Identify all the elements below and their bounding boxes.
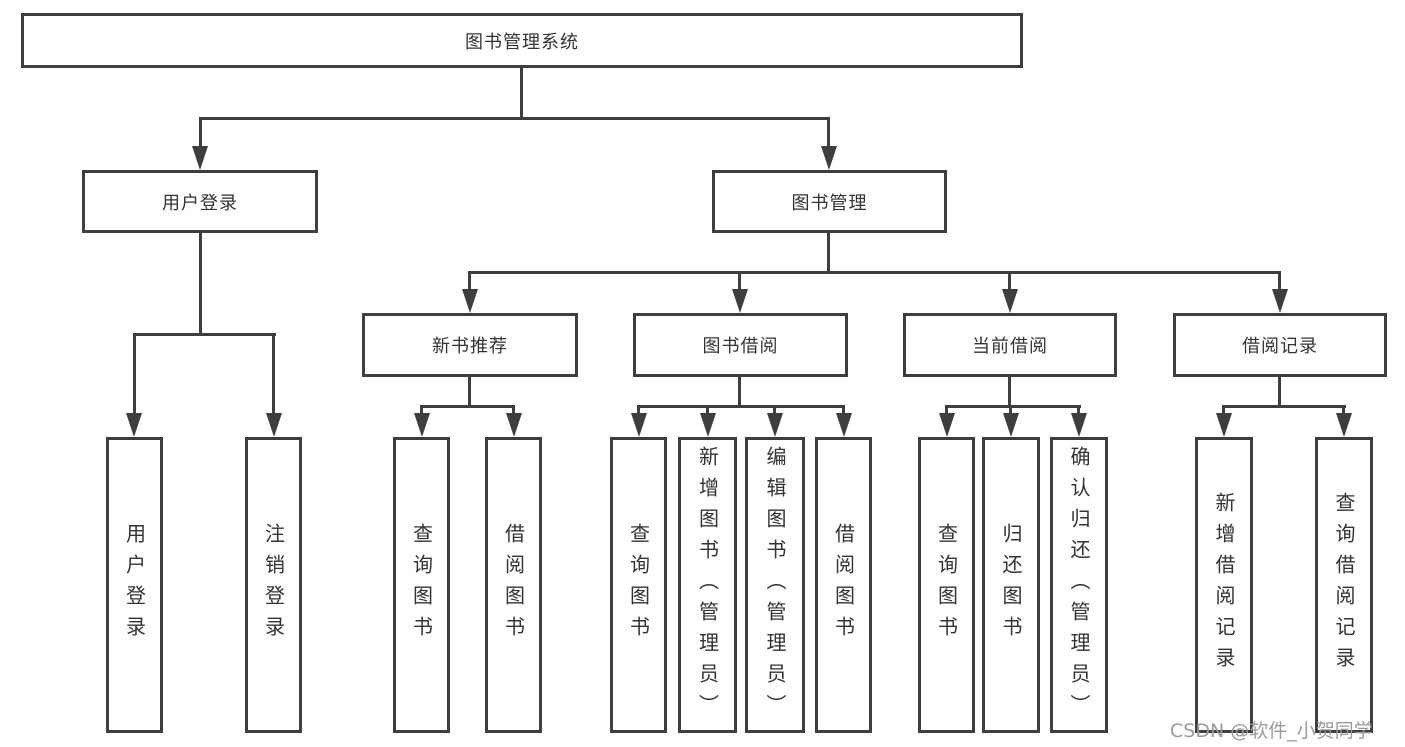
- leaf-current-confirm-return-admin: 确认归还（管理员）: [1050, 437, 1108, 733]
- arrow-down-icon: [939, 413, 955, 437]
- node-book-management: 图书管理: [712, 170, 947, 233]
- edge-line: [1222, 405, 1225, 415]
- edge-line: [945, 405, 948, 415]
- leaf-newbook-borrow-books: 借阅图书: [485, 437, 542, 733]
- leaf-records-query-record: 查询借阅记录: [1315, 437, 1373, 733]
- leaf-label: 注销登录: [261, 523, 286, 647]
- arrow-down-icon: [1003, 413, 1019, 437]
- leaf-label: 借阅图书: [831, 523, 856, 647]
- edge-line: [1008, 377, 1011, 408]
- leaf-borrow-add-books-admin: 新增图书（管理员）: [678, 437, 737, 733]
- leaf-label: 借阅图书: [501, 523, 526, 647]
- arrow-down-icon: [1002, 289, 1018, 313]
- edge-line: [272, 333, 275, 415]
- arrow-down-icon: [700, 413, 716, 437]
- leaf-label: 用户登录: [122, 523, 147, 647]
- arrow-down-icon: [1216, 413, 1232, 437]
- leaf-label: 查询图书: [934, 523, 959, 647]
- node-root: 图书管理系统: [21, 13, 1023, 68]
- edge-line: [1278, 377, 1281, 408]
- edge-line: [1009, 405, 1012, 415]
- leaf-label: 确认归还（管理员）: [1067, 445, 1091, 725]
- edge-line: [199, 117, 202, 150]
- edge-line: [827, 232, 830, 274]
- leaf-label: 新增图书（管理员）: [695, 445, 720, 725]
- leaf-label: 编辑图书（管理员）: [763, 445, 787, 725]
- leaf-user-login: 用户登录: [106, 437, 163, 733]
- csdn-watermark: CSDN @软件_小贺同学: [1170, 720, 1373, 742]
- edge-line: [199, 117, 830, 120]
- edge-line: [773, 405, 776, 415]
- node-borrow-records: 借阅记录: [1173, 313, 1387, 377]
- edge-line: [512, 405, 515, 415]
- edge-line: [133, 333, 136, 415]
- edge-line: [468, 271, 1281, 274]
- edge-line: [1077, 405, 1080, 415]
- leaf-current-query-books: 查询图书: [918, 437, 975, 733]
- arrow-down-icon: [1071, 413, 1087, 437]
- edge-line: [637, 405, 845, 408]
- arrow-down-icon: [192, 146, 208, 170]
- arrow-down-icon: [767, 413, 783, 437]
- leaf-label: 新增借阅记录: [1212, 492, 1236, 678]
- edge-line: [468, 271, 471, 291]
- leaf-borrow-borrow-books: 借阅图书: [815, 437, 872, 733]
- edge-line: [520, 68, 523, 120]
- arrow-down-icon: [821, 146, 837, 170]
- arrow-down-icon: [732, 289, 748, 313]
- edge-line: [738, 271, 741, 291]
- leaf-borrow-edit-books-admin: 编辑图书（管理员）: [745, 437, 805, 733]
- edge-line: [420, 405, 423, 415]
- edge-line: [945, 405, 1081, 408]
- node-new-book-recommend: 新书推荐: [362, 313, 578, 377]
- leaf-label: 查询图书: [409, 523, 434, 647]
- edge-line: [1278, 271, 1281, 291]
- leaf-label: 查询借阅记录: [1332, 492, 1356, 678]
- leaf-borrow-query-books: 查询图书: [610, 437, 667, 733]
- edge-line: [1222, 405, 1346, 408]
- edge-line: [1342, 405, 1345, 415]
- arrow-down-icon: [1336, 413, 1352, 437]
- arrow-down-icon: [836, 413, 852, 437]
- arrow-down-icon: [414, 413, 430, 437]
- edge-line: [468, 377, 471, 408]
- arrow-down-icon: [126, 413, 142, 437]
- arrow-down-icon: [631, 413, 647, 437]
- arrow-down-icon: [462, 289, 478, 313]
- leaf-current-return-books: 归还图书: [982, 437, 1040, 733]
- arrow-down-icon: [266, 413, 282, 437]
- leaf-label: 归还图书: [999, 523, 1023, 647]
- node-book-borrow: 图书借阅: [633, 313, 848, 377]
- arrow-down-icon: [506, 413, 522, 437]
- edge-line: [420, 405, 515, 408]
- leaf-logout: 注销登录: [245, 437, 302, 733]
- edge-line: [706, 405, 709, 415]
- edge-line: [199, 232, 202, 336]
- leaf-newbook-query-books: 查询图书: [393, 437, 450, 733]
- leaf-records-add-record: 新增借阅记录: [1195, 437, 1253, 733]
- arrow-down-icon: [1272, 289, 1288, 313]
- edge-line: [738, 377, 741, 408]
- edge-line: [133, 333, 276, 336]
- edge-line: [637, 405, 640, 415]
- edge-line: [1008, 271, 1011, 291]
- node-user-login: 用户登录: [82, 170, 318, 233]
- edge-line: [842, 405, 845, 415]
- edge-line: [827, 117, 830, 150]
- leaf-label: 查询图书: [626, 523, 651, 647]
- node-current-borrow: 当前借阅: [903, 313, 1117, 377]
